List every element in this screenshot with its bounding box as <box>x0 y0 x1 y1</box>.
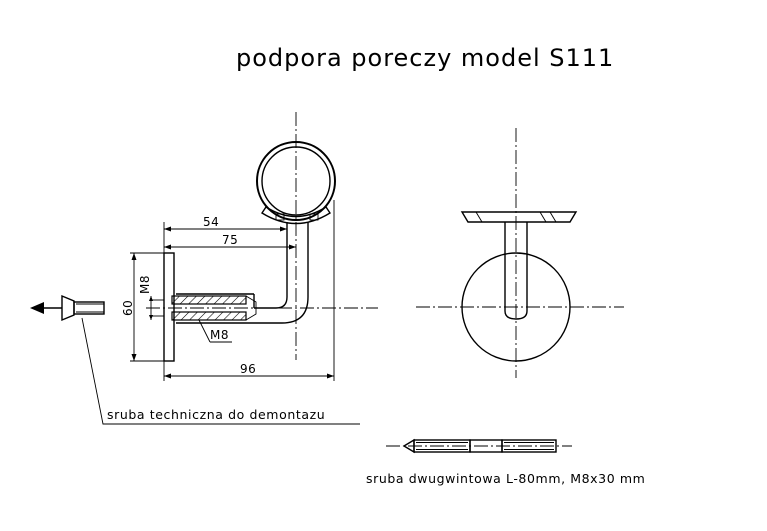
direction-arrow-icon <box>30 302 44 314</box>
front-upright <box>504 222 528 320</box>
drawing-title: podpora poreczy model S111 <box>236 44 614 72</box>
double-threaded-stud: sruba dwugwintowa L-80mm, M8x30 mm <box>366 438 645 486</box>
dimension-54-label: 54 <box>203 215 219 229</box>
thread-dimension-vertical-label: M8 <box>138 275 152 294</box>
dimension-60: 60 <box>121 252 164 362</box>
threaded-insert <box>171 295 257 321</box>
thread-callout: M8 <box>198 319 232 343</box>
dimension-54: 54 <box>163 215 287 253</box>
support-arm <box>254 222 288 309</box>
saddle-screw-left <box>275 213 285 221</box>
thread-callout-label: M8 <box>210 328 229 342</box>
dimension-60-label: 60 <box>121 300 135 316</box>
technical-screw: sruba techniczna do demontazu <box>30 294 360 425</box>
handrail-tube <box>256 141 336 221</box>
front-saddle <box>460 211 578 223</box>
front-view <box>416 128 624 378</box>
screw-caption-leader <box>81 317 360 425</box>
stud-caption: sruba dwugwintowa L-80mm, M8x30 mm <box>366 471 645 486</box>
dimension-75-label: 75 <box>222 233 238 247</box>
wall-plate <box>163 252 175 362</box>
dimension-75: 75 <box>164 233 296 250</box>
screw-shank <box>73 301 105 315</box>
saddle-screw-right <box>309 213 319 221</box>
wall-rosette <box>461 252 571 362</box>
side-view: 54 75 96 60 <box>121 112 378 381</box>
screw-caption: sruba techniczna do demontazu <box>107 407 325 422</box>
screw-head <box>61 294 75 322</box>
thread-dimension-vertical: M8 <box>138 275 153 320</box>
stud-thread-right <box>501 439 557 453</box>
dimension-96-label: 96 <box>240 362 256 376</box>
support-arm-outer <box>176 222 309 324</box>
dimension-96: 96 <box>163 200 335 381</box>
